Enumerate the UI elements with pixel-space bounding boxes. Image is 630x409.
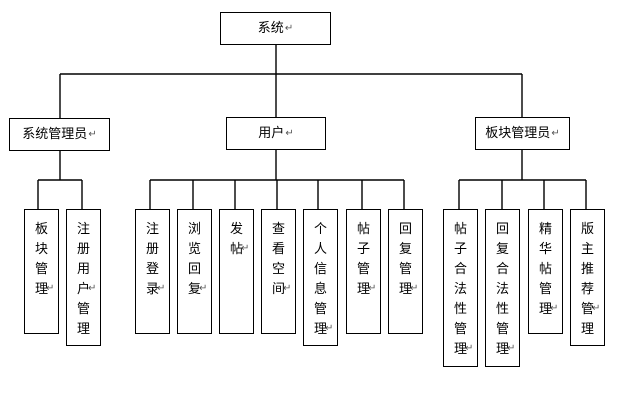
paragraph-mark-icon: ↵ xyxy=(88,283,97,294)
paragraph-mark-icon: ↵ xyxy=(285,127,294,139)
paragraph-mark-icon: ↵ xyxy=(88,128,97,140)
leaf-label: 帖 子 管 理 xyxy=(356,222,370,297)
leaf-board-management: 板 块 管 理 ↵ xyxy=(24,209,59,334)
leaf-post-management: 帖 子 管 理 ↵ xyxy=(346,209,381,334)
leaf-label: 回 复 管 理 xyxy=(398,222,412,297)
paragraph-mark-icon: ↵ xyxy=(410,283,419,294)
leaf-label: 回 复 合 法 性 管 理 xyxy=(495,222,509,357)
leaf-registered-user-management: 注 册 用 户 管 理 ↵ xyxy=(66,209,101,346)
paragraph-mark-icon: ↵ xyxy=(284,22,294,34)
paragraph-mark-icon: ↵ xyxy=(199,283,208,294)
leaf-label: 板 块 管 理 xyxy=(34,222,48,297)
leaf-label: 版 主 推 荐 管 理 xyxy=(580,222,594,337)
leaf-post-legality-management: 帖 子 合 法 性 管 理 ↵ xyxy=(443,209,478,367)
leaf-post: 发 帖 ↵ xyxy=(219,209,254,334)
leaf-label: 注 册 用 户 管 理 xyxy=(76,222,90,337)
paragraph-mark-icon: ↵ xyxy=(241,243,250,254)
paragraph-mark-icon: ↵ xyxy=(325,323,334,334)
leaf-label: 精 华 帖 管 理 xyxy=(538,222,552,317)
leaf-personal-info-management: 个 人 信 息 管 理 ↵ xyxy=(303,209,338,346)
leaf-reply-legality-management: 回 复 合 法 性 管 理 ↵ xyxy=(485,209,520,367)
node-label: 系统 xyxy=(257,21,284,36)
paragraph-mark-icon: ↵ xyxy=(465,343,474,354)
node-label: 系统管理员 xyxy=(22,127,88,142)
leaf-label: 帖 子 合 法 性 管 理 xyxy=(453,222,467,357)
node-label: 板块管理员 xyxy=(485,126,551,141)
node-root: 系统↵ xyxy=(220,12,331,45)
leaf-label: 浏 览 回 复 xyxy=(187,222,201,297)
node-user: 用户↵ xyxy=(226,117,326,150)
leaf-moderator-recommendation-management: 版 主 推 荐 管 理 ↵ xyxy=(570,209,605,346)
leaf-label: 查 看 空 间 xyxy=(271,222,285,297)
paragraph-mark-icon: ↵ xyxy=(592,303,601,314)
node-label: 用户 xyxy=(258,126,285,141)
node-system-admin: 系统管理员↵ xyxy=(9,118,110,151)
leaf-featured-post-management: 精 华 帖 管 理 ↵ xyxy=(528,209,563,334)
paragraph-mark-icon: ↵ xyxy=(551,127,560,139)
leaf-reply-management: 回 复 管 理 ↵ xyxy=(388,209,423,334)
paragraph-mark-icon: ↵ xyxy=(283,283,292,294)
leaf-label: 个 人 信 息 管 理 xyxy=(313,222,327,337)
paragraph-mark-icon: ↵ xyxy=(368,283,377,294)
leaf-browse-reply: 浏 览 回 复 ↵ xyxy=(177,209,212,334)
node-board-admin: 板块管理员↵ xyxy=(475,117,570,150)
leaf-label: 注 册 登 录 xyxy=(145,222,159,297)
leaf-view-space: 查 看 空 间 ↵ xyxy=(261,209,296,334)
paragraph-mark-icon: ↵ xyxy=(550,303,559,314)
paragraph-mark-icon: ↵ xyxy=(507,343,516,354)
paragraph-mark-icon: ↵ xyxy=(157,283,166,294)
paragraph-mark-icon: ↵ xyxy=(46,283,55,294)
leaf-label: 发 帖 xyxy=(229,222,243,257)
leaf-register-login: 注 册 登 录 ↵ xyxy=(135,209,170,334)
